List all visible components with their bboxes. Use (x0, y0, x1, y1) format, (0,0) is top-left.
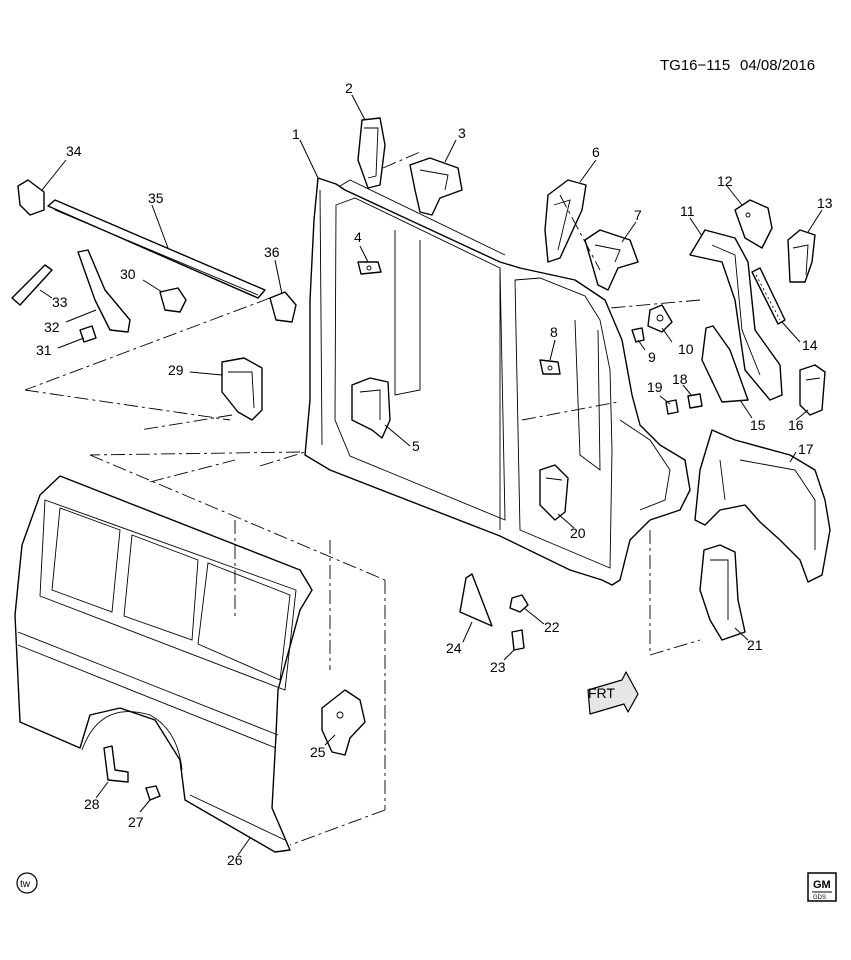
bracket-part-16 (799, 364, 826, 416)
clip-part-27 (145, 785, 161, 801)
callout-29: 29 (168, 362, 184, 378)
callout-22: 22 (544, 619, 560, 635)
cap-part-13 (787, 229, 816, 283)
callout-21: 21 (747, 637, 763, 653)
callout-18: 18 (672, 371, 688, 387)
front-arrow-label: FRT (588, 685, 615, 701)
gm-logo-subtext: GDS (813, 895, 826, 901)
tw-badge-label: tw (20, 879, 31, 890)
callout-16: 16 (788, 417, 804, 433)
callout-34: 34 (66, 143, 82, 159)
reference-code: TG16−115 (660, 57, 730, 74)
strip-part-14 (751, 267, 786, 325)
callout-30: 30 (120, 266, 136, 282)
gm-logo-text: GM (813, 879, 831, 891)
callout-7: 7 (634, 207, 642, 223)
callout-3: 3 (458, 125, 466, 141)
callout-36: 36 (264, 244, 280, 260)
callout-8: 8 (550, 324, 558, 340)
callout-5: 5 (412, 438, 420, 454)
callout-2: 2 (345, 80, 353, 96)
pillar-reinforcement-part-3 (409, 157, 463, 216)
lower-pillar-part-21 (699, 544, 746, 641)
callout-14: 14 (802, 337, 818, 353)
plug-part-8 (539, 359, 561, 375)
callout-4: 4 (354, 229, 362, 245)
bracket-part-12 (734, 199, 773, 249)
side-panel-part-26 (14, 475, 313, 853)
bracket-part-20 (539, 464, 569, 521)
callout-32: 32 (44, 319, 60, 335)
triangle-panel-part-24 (459, 573, 493, 627)
roof-rail-part-35 (47, 199, 266, 299)
bracket-part-10 (647, 304, 673, 333)
callout-13: 13 (817, 195, 833, 211)
callout-35: 35 (148, 190, 164, 206)
wheelhouse-part-17 (694, 429, 831, 583)
bolt-part-23 (511, 629, 525, 651)
callout-26: 26 (227, 852, 243, 868)
bracket-part-5 (351, 377, 391, 439)
callout-20: 20 (570, 525, 586, 541)
gm-logo: GM GDS (807, 872, 837, 902)
bracket-part-32 (77, 249, 131, 333)
callout-9: 9 (648, 349, 656, 365)
callout-25: 25 (310, 744, 326, 760)
callout-19: 19 (647, 379, 663, 395)
side-frame-part-1 (304, 177, 691, 586)
callout-11: 11 (680, 203, 695, 219)
callout-23: 23 (490, 659, 506, 675)
bracket-part-36 (269, 291, 297, 323)
callout-24: 24 (446, 640, 462, 656)
trim-part-33 (11, 264, 53, 306)
callout-6: 6 (592, 144, 600, 160)
callout-33: 33 (52, 294, 68, 310)
callout-10: 10 (678, 341, 694, 357)
bracket-part-28 (103, 745, 129, 783)
clip-part-31 (79, 325, 97, 343)
diagram-date: 04/08/2016 (740, 57, 815, 74)
callout-27: 27 (128, 814, 144, 830)
pillar-part-7 (584, 229, 639, 291)
bracket-part-34 (17, 179, 45, 216)
bracket-part-30 (159, 287, 187, 313)
tw-badge: tw (16, 872, 38, 894)
bracket-part-29 (221, 357, 263, 421)
callout-17: 17 (798, 441, 814, 457)
callout-31: 31 (36, 342, 52, 358)
callout-15: 15 (750, 417, 766, 433)
pillar-part-6 (544, 179, 587, 263)
callout-labels: 1 2 3 4 5 6 7 8 9 10 11 12 13 14 15 16 1… (36, 80, 833, 868)
callout-12: 12 (717, 173, 733, 189)
plug-part-4 (357, 261, 382, 275)
rear-pillar-part-11 (689, 229, 783, 401)
pillar-reinforcement-part-2 (357, 117, 386, 189)
panel-part-15 (701, 325, 749, 403)
front-direction-arrow-icon: FRT (587, 671, 639, 715)
bracket-part-25 (321, 689, 366, 756)
clip-part-18 (687, 393, 703, 409)
bolt-part-9 (631, 327, 645, 343)
callout-28: 28 (84, 796, 100, 812)
callout-1: 1 (292, 126, 300, 142)
alignment-lines (24, 151, 701, 846)
